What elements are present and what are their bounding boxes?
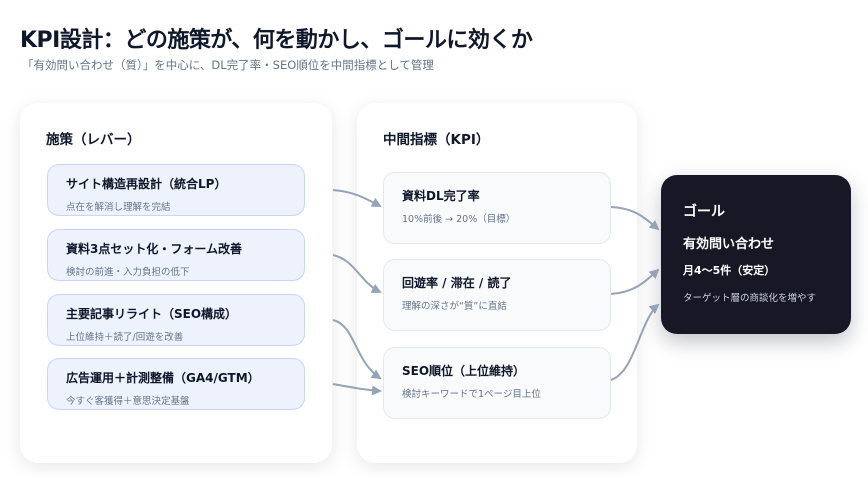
kpi-card-title: 資料DL完了率 [402, 189, 480, 203]
goal-desc: ターゲット層の商談化を増やす [683, 293, 817, 304]
kpi-card-sub: 検討キーワードで1ページ目上位 [402, 389, 541, 400]
levers-title: 施策（レバー） [46, 132, 141, 148]
goal-label: ゴール [683, 204, 725, 220]
kpi-card: SEO順位（上位維持） 検討キーワードで1ページ目上位 [383, 347, 611, 419]
kpi-panel: 中間指標（KPI） 資料DL完了率 10%前後 → 20%（目標） 回遊率 / 滞… [357, 103, 637, 463]
levers-panel: 施策（レバー） サイト構造再設計（統合LP） 点在を解消し理解を完結 資料3点セッ… [20, 103, 332, 463]
lever-title: 資料3点セット化・フォーム改善 [66, 242, 242, 256]
lever-title: 主要記事リライト（SEO構成） [66, 307, 238, 321]
arrow-lever2-kpi2 [332, 254, 382, 293]
kpi-card-title: SEO順位（上位維持） [402, 364, 526, 378]
arrow-kpi2-goal [610, 268, 660, 295]
lever-card: サイト構造再設計（統合LP） 点在を解消し理解を完結 [47, 164, 305, 216]
kpi-card-sub: 10%前後 → 20%（目標） [402, 214, 516, 225]
lever-title: 広告運用＋計測整備（GA4/GTM） [66, 371, 260, 385]
arrow-lever4-kpi3 [332, 383, 382, 396]
lever-sub: 検討の前進・入力負担の低下 [66, 267, 190, 278]
lever-sub: 上位維持＋読了/回遊を改善 [66, 332, 184, 343]
lever-card: 主要記事リライト（SEO構成） 上位維持＋読了/回遊を改善 [47, 294, 305, 346]
lever-card: 資料3点セット化・フォーム改善検討の前進・入力負担の低下 [47, 229, 305, 281]
kpi-card-title: 回遊率 / 滞在 / 読了 [402, 276, 512, 290]
lever-sub: 今すぐ客獲得＋意思決定基盤 [66, 396, 190, 407]
kpi-card-sub: 理解の深さが“質”に直結 [402, 301, 507, 312]
goal-target: 月4〜5件（安定） [683, 264, 776, 277]
kpi-title: 中間指標（KPI） [383, 132, 490, 148]
kpi-card: 回遊率 / 滞在 / 読了理解の深さが“質”に直結 [383, 259, 611, 331]
arrow-kpi1-goal [610, 206, 660, 231]
lever-card: 広告運用＋計測整備（GA4/GTM） 今すぐ客獲得＋意思決定基盤 [47, 358, 305, 410]
goal-name: 有効問い合わせ [683, 237, 775, 252]
page-title: KPI設計：どの施策が、何を動かし、ゴールに効くか [20, 28, 533, 53]
page-subtitle: 「有効問い合わせ（質）」を中心に、DL完了率・SEO順位を中間指標として管理 [22, 58, 434, 72]
goal-card: ゴール 有効問い合わせ 月4〜5件（安定） ターゲット層の商談化を増やす [661, 175, 851, 334]
arrow-kpi3-goal [610, 303, 660, 381]
lever-sub: 点在を解消し理解を完結 [66, 202, 171, 213]
kpi-card: 資料DL完了率 10%前後 → 20%（目標） [383, 172, 611, 244]
arrow-lever1-kpi1 [332, 189, 382, 207]
arrow-lever3-kpi3 [332, 319, 382, 380]
lever-title: サイト構造再設計（統合LP） [66, 177, 227, 191]
